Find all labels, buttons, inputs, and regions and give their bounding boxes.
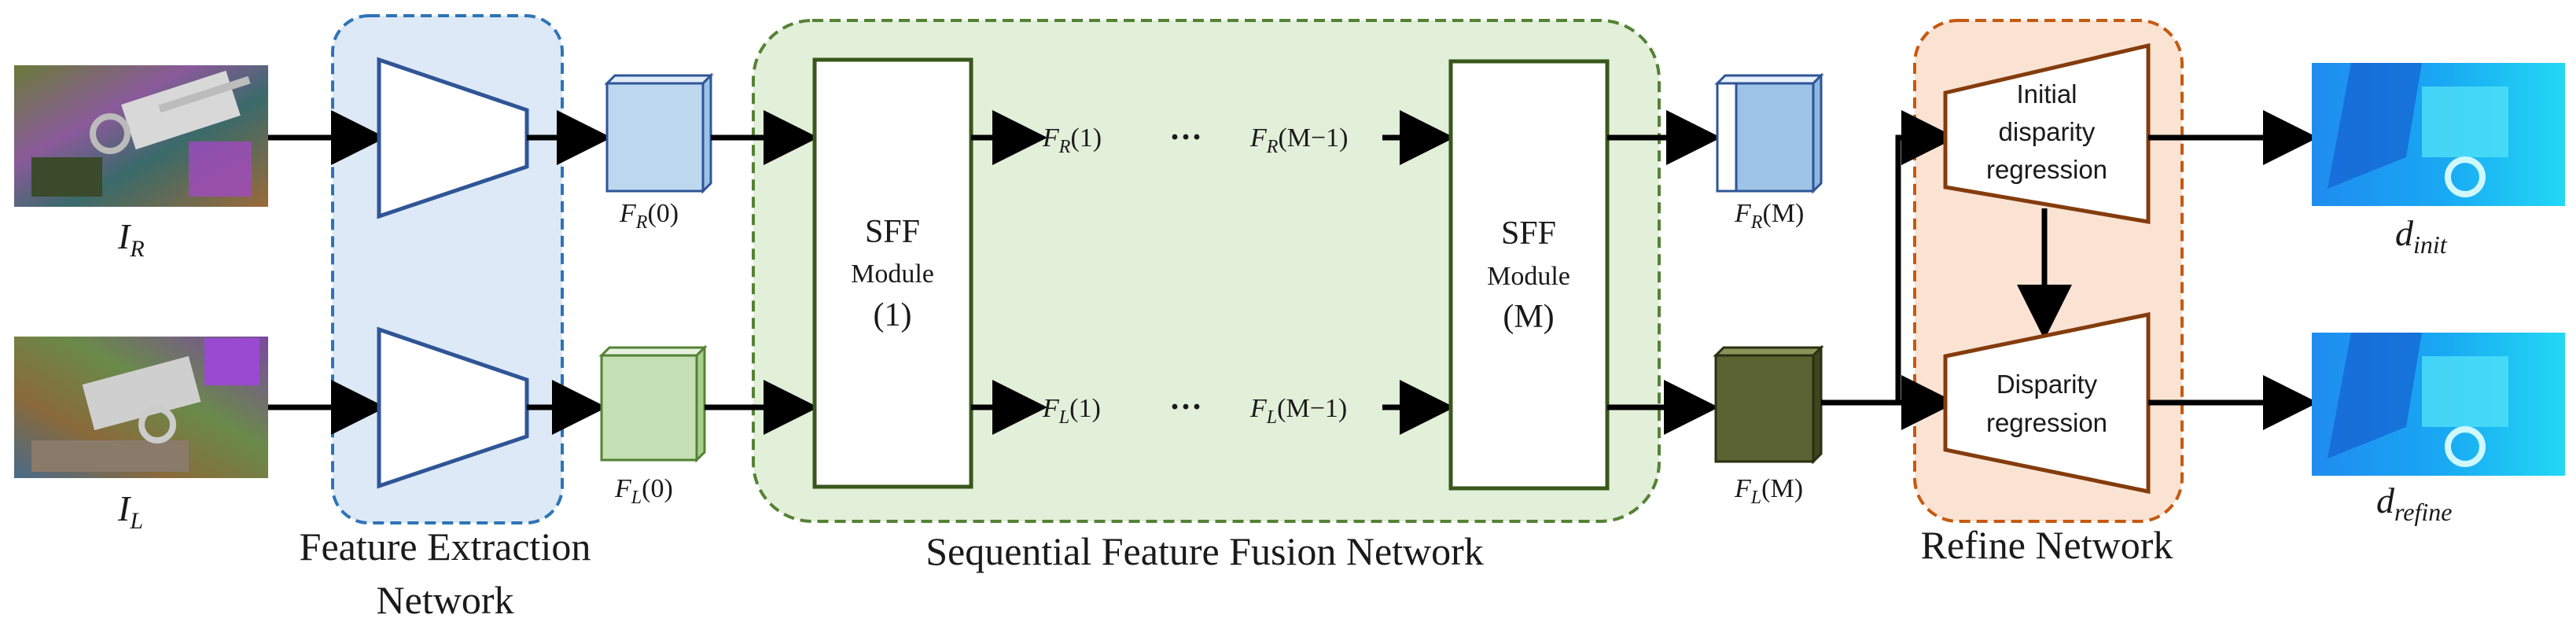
sff-module-1-index: (1)	[874, 297, 912, 333]
input-image-right	[14, 65, 268, 207]
refined-head-line2: regression	[1986, 408, 2107, 437]
initial-head-line3: regression	[1986, 155, 2107, 184]
refine-network-caption: Refine Network	[1921, 523, 2173, 567]
feature-label-flm1: FL(M−1)	[1249, 394, 1347, 428]
input-label-left: IL	[117, 488, 143, 534]
feature-label-fl0: FL(0)	[614, 474, 673, 508]
sff-module-1	[812, 57, 973, 489]
feature-cube-flm	[1713, 344, 1824, 465]
feature-extraction-caption-line2: Network	[377, 578, 514, 622]
sff-network-caption: Sequential Feature Fusion Network	[926, 529, 1484, 573]
arrow-flm-to-initial-head	[1895, 110, 1956, 403]
output-label-init: dinit	[2395, 213, 2448, 259]
input-image-left	[14, 337, 268, 478]
sff-module-1-title: SFF	[865, 214, 920, 250]
feature-cube-frm	[1714, 72, 1824, 194]
feature-label-flm: FL(M)	[1734, 474, 1803, 508]
disparity-regression-head	[1943, 311, 2151, 495]
feature-label-frm: FR(M)	[1734, 199, 1804, 233]
sff-module-m-title: SFF	[1501, 215, 1556, 252]
encoder-left	[377, 326, 529, 489]
sff-module-m	[1448, 59, 1610, 491]
sff-module-m-index: (M)	[1503, 299, 1554, 335]
output-depth-init	[2312, 63, 2565, 206]
output-label-refine: drefine	[2376, 480, 2452, 526]
feature-label-fl1: FL(1)	[1042, 394, 1101, 428]
feature-extraction-caption-line1: Feature Extraction	[300, 524, 591, 569]
initial-disparity-head	[1943, 42, 2151, 224]
feature-label-fr0: FR(0)	[619, 199, 679, 233]
input-label-right: IR	[117, 216, 145, 262]
ellipsis-bottom: ···	[1169, 389, 1202, 425]
refined-head-line1: Disparity	[1996, 370, 2098, 399]
feature-cube-fr0	[604, 72, 714, 194]
initial-head-line1: Initial	[2016, 79, 2077, 109]
feature-label-frm1: FR(M−1)	[1249, 123, 1349, 157]
output-depth-refine	[2312, 333, 2565, 476]
feature-label-fr1: FR(1)	[1042, 123, 1102, 157]
feature-cube-fl0	[598, 344, 708, 463]
initial-head-line2: disparity	[1999, 117, 2096, 146]
encoder-right	[377, 57, 529, 219]
sff-module-1-sub: Module	[851, 259, 934, 289]
sff-module-m-sub: Module	[1487, 262, 1570, 291]
ellipsis-top: ···	[1169, 120, 1202, 156]
